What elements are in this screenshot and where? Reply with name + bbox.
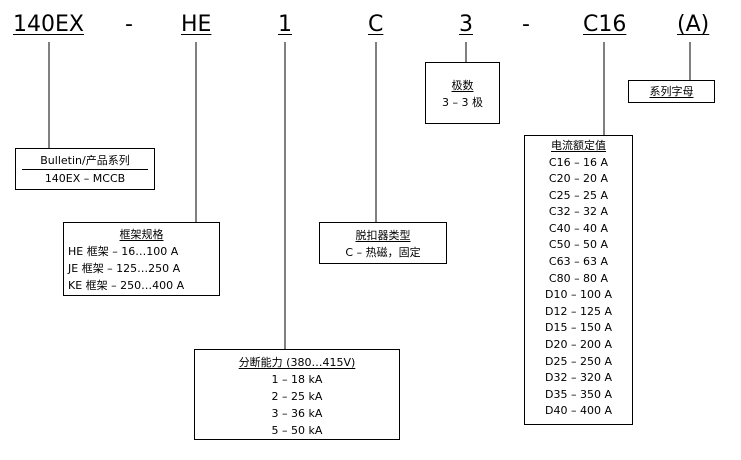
frame-item: JE 框架 – 125…250 A xyxy=(68,262,181,275)
code-breaking: 1 xyxy=(278,12,292,37)
current-item: C50 – 50 A xyxy=(548,238,609,252)
current-item: D15 – 150 A xyxy=(545,321,612,335)
breaking-item: 1 – 18 kA xyxy=(271,373,323,386)
frame-box: 框架规格 HE 框架 – 16…100 A JE 框架 – 125…250 A … xyxy=(63,222,220,296)
bulletin-divider xyxy=(22,169,148,170)
current-item: D32 – 320 A xyxy=(545,371,612,385)
series-box: 系列字母 xyxy=(628,80,715,103)
code-trip: C xyxy=(368,12,384,37)
current-item: D12 – 125 A xyxy=(545,304,612,318)
bulletin-value: 140EX – MCCB xyxy=(44,172,126,185)
current-title: 电流额定值 xyxy=(551,139,606,152)
bulletin-box: Bulletin/产品系列 140EX – MCCB xyxy=(15,148,155,190)
current-item: C32 – 32 A xyxy=(548,205,609,219)
trip-value: C – 热磁，固定 xyxy=(345,246,421,259)
poles-box: 极数 3 – 3 极 xyxy=(425,62,500,124)
bulletin-title: Bulletin/产品系列 xyxy=(40,154,130,167)
current-item: C80 – 80 A xyxy=(548,271,609,285)
code-bulletin: 140EX xyxy=(13,12,84,37)
breaking-item: 2 – 25 kA xyxy=(271,390,323,403)
breaking-title: 分断能力 (380…415V) xyxy=(238,356,356,369)
code-series: (A) xyxy=(677,12,710,37)
current-item: D10 – 100 A xyxy=(545,288,612,302)
current-item: C25 – 25 A xyxy=(548,188,609,202)
breaking-item: 5 – 50 kA xyxy=(271,424,323,437)
frame-title: 框架规格 xyxy=(119,228,164,241)
poles-value: 3 – 3 极 xyxy=(442,96,483,109)
code-dash-2: - xyxy=(522,12,530,37)
trip-title: 脱扣器类型 xyxy=(355,229,411,242)
current-item: C63 – 63 A xyxy=(548,255,609,269)
current-item: C20 – 20 A xyxy=(548,172,609,186)
frame-item: HE 框架 – 16…100 A xyxy=(68,245,179,258)
code-poles: 3 xyxy=(459,12,473,37)
current-box: 电流额定值 C16 – 16 A C20 – 20 A C25 – 25 A C… xyxy=(524,135,633,425)
breaking-item: 3 – 36 kA xyxy=(271,407,323,420)
breaking-box: 分断能力 (380…415V) 1 – 18 kA 2 – 25 kA 3 – … xyxy=(194,349,400,440)
code-current: C16 xyxy=(583,12,627,37)
frame-item: KE 框架 – 250…400 A xyxy=(68,279,185,292)
code-dash-1: - xyxy=(125,12,133,37)
current-item: D40 – 400 A xyxy=(545,404,612,418)
current-item: D25 – 250 A xyxy=(545,354,612,368)
series-title: 系列字母 xyxy=(649,85,694,98)
poles-title: 极数 xyxy=(451,79,474,92)
current-item: C40 – 40 A xyxy=(548,221,609,235)
current-item: D35 – 350 A xyxy=(545,387,612,401)
code-frame: HE xyxy=(181,12,212,37)
current-item: C16 – 16 A xyxy=(548,155,609,169)
current-item: D20 – 200 A xyxy=(545,338,612,352)
trip-box: 脱扣器类型 C – 热磁，固定 xyxy=(319,222,447,264)
